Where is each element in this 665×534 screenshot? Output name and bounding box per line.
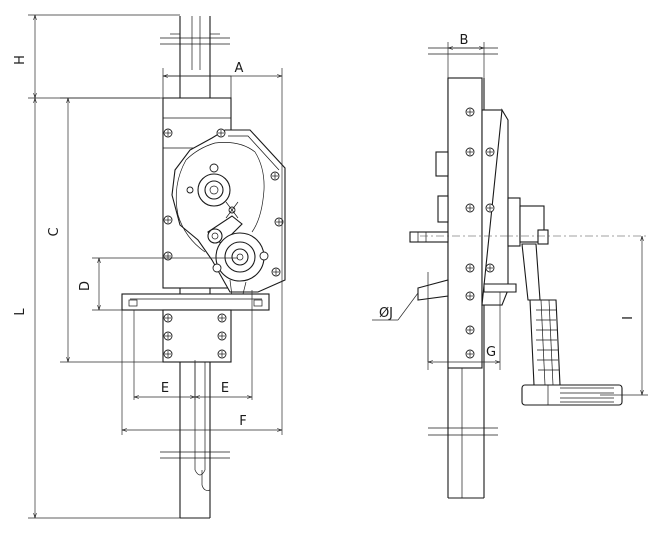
side-dimensions (372, 42, 648, 396)
dim-label-e-left: E (161, 381, 169, 396)
bolt (271, 267, 281, 277)
bolt (163, 313, 173, 323)
bolt (485, 263, 495, 273)
dim-label-h: H (13, 55, 28, 65)
bolt (465, 349, 475, 359)
bolt (465, 325, 475, 335)
dim-label-g: G (486, 345, 496, 360)
dim-label-e-right: E (221, 381, 229, 396)
bolt (163, 251, 173, 261)
bolt (465, 263, 475, 273)
bolt (485, 147, 495, 157)
side-view: B G I ØJ (372, 33, 648, 499)
bolt (216, 128, 226, 138)
bolt (270, 171, 280, 181)
lower-housing (162, 309, 232, 363)
bolt (163, 128, 173, 138)
bolt (163, 349, 173, 359)
front-view: H L C D A E E F (13, 14, 286, 519)
bolt (274, 217, 284, 227)
bolt (217, 313, 227, 323)
bolt (217, 331, 227, 341)
front-dimensions (28, 14, 283, 519)
lower-gear (207, 228, 269, 299)
dim-label-l: L (13, 308, 28, 316)
bolt (163, 331, 173, 341)
base-plate (121, 293, 270, 311)
bolt (465, 147, 475, 157)
dim-label-d: D (78, 281, 93, 291)
bolt (465, 107, 475, 117)
dim-label-c: C (47, 227, 62, 236)
dim-label-f: F (239, 414, 246, 429)
upper-gear (186, 163, 231, 207)
bolt (163, 215, 173, 225)
housing-bolts (163, 128, 284, 277)
dim-label-i: I (621, 316, 636, 320)
bolt (217, 349, 227, 359)
side-left-shafts (409, 151, 449, 243)
dim-label-b: B (460, 33, 469, 48)
bolt (465, 203, 475, 213)
dim-label-a: A (235, 61, 244, 76)
bolt (465, 291, 475, 301)
side-housing (447, 77, 509, 369)
bolt (485, 203, 495, 213)
side-crank-assembly (507, 197, 623, 406)
dim-label-j: ØJ (379, 306, 393, 321)
